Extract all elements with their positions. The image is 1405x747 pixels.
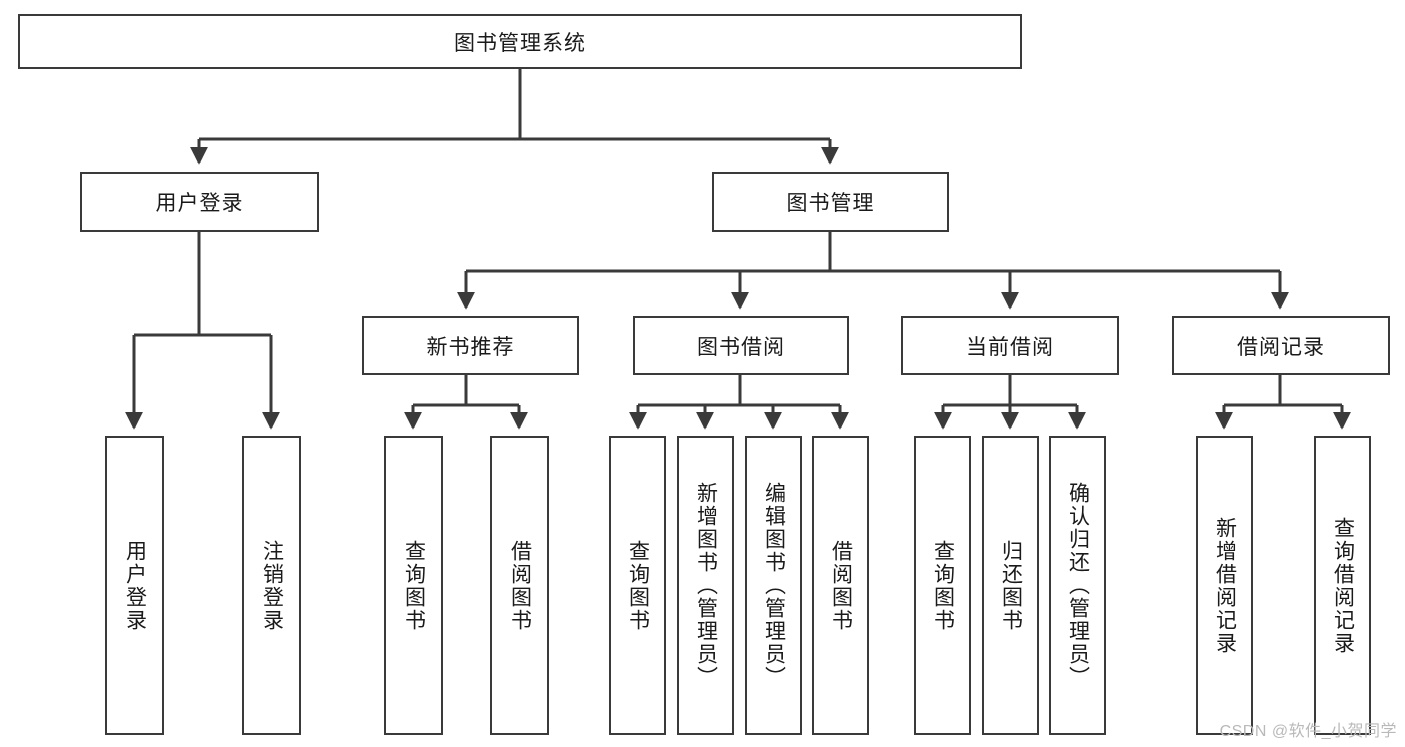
node-leaf-borrow-book-1-label: 借阅图书: [508, 539, 532, 632]
node-leaf-add-book[interactable]: 新增图书（管理员）: [677, 436, 734, 735]
node-leaf-add-record-label: 新增借阅记录: [1213, 516, 1237, 655]
node-leaf-confirm-return[interactable]: 确认归还（管理员）: [1049, 436, 1106, 735]
node-new-book-recommend[interactable]: 新书推荐: [362, 316, 579, 375]
node-leaf-query-record[interactable]: 查询借阅记录: [1314, 436, 1371, 735]
node-user-login-label: 用户登录: [155, 192, 244, 215]
node-leaf-query-book-2[interactable]: 查询图书: [609, 436, 666, 735]
node-leaf-query-record-label: 查询借阅记录: [1331, 516, 1355, 655]
node-leaf-user-logout-label: 注销登录: [260, 539, 284, 632]
node-book-borrow[interactable]: 图书借阅: [633, 316, 849, 375]
node-leaf-user-login-label: 用户登录: [123, 539, 147, 632]
node-leaf-edit-book-label: 编辑图书（管理员）: [762, 482, 786, 689]
node-leaf-query-book-2-label: 查询图书: [626, 539, 650, 632]
watermark: CSDN @软件_小贺同学: [1219, 723, 1397, 740]
node-leaf-edit-book[interactable]: 编辑图书（管理员）: [745, 436, 802, 735]
node-book-borrow-label: 图书借阅: [697, 335, 785, 359]
node-leaf-borrow-book-1[interactable]: 借阅图书: [490, 436, 549, 735]
node-current-borrow-label: 当前借阅: [966, 335, 1054, 359]
node-new-book-recommend-label: 新书推荐: [426, 335, 515, 359]
node-borrow-record[interactable]: 借阅记录: [1172, 316, 1390, 375]
node-user-login[interactable]: 用户登录: [80, 172, 319, 232]
node-leaf-borrow-book-2[interactable]: 借阅图书: [812, 436, 869, 735]
node-leaf-query-book-1[interactable]: 查询图书: [384, 436, 443, 735]
node-borrow-record-label: 借阅记录: [1237, 335, 1325, 359]
node-leaf-user-login[interactable]: 用户登录: [105, 436, 164, 735]
node-leaf-return-book[interactable]: 归还图书: [982, 436, 1039, 735]
node-leaf-return-book-label: 归还图书: [999, 539, 1023, 632]
node-current-borrow[interactable]: 当前借阅: [901, 316, 1119, 375]
node-leaf-user-logout[interactable]: 注销登录: [242, 436, 301, 735]
node-leaf-borrow-book-2-label: 借阅图书: [829, 539, 853, 632]
node-leaf-query-book-3-label: 查询图书: [931, 539, 955, 632]
node-leaf-confirm-return-label: 确认归还（管理员）: [1066, 482, 1090, 689]
node-root[interactable]: 图书管理系统: [18, 14, 1022, 69]
node-leaf-add-record[interactable]: 新增借阅记录: [1196, 436, 1253, 735]
node-root-label: 图书管理系统: [454, 31, 586, 55]
node-leaf-query-book-3[interactable]: 查询图书: [914, 436, 971, 735]
node-leaf-add-book-label: 新增图书（管理员）: [694, 482, 718, 689]
node-book-manage[interactable]: 图书管理: [712, 172, 949, 232]
node-leaf-query-book-1-label: 查询图书: [402, 539, 426, 632]
node-book-manage-label: 图书管理: [786, 192, 875, 215]
